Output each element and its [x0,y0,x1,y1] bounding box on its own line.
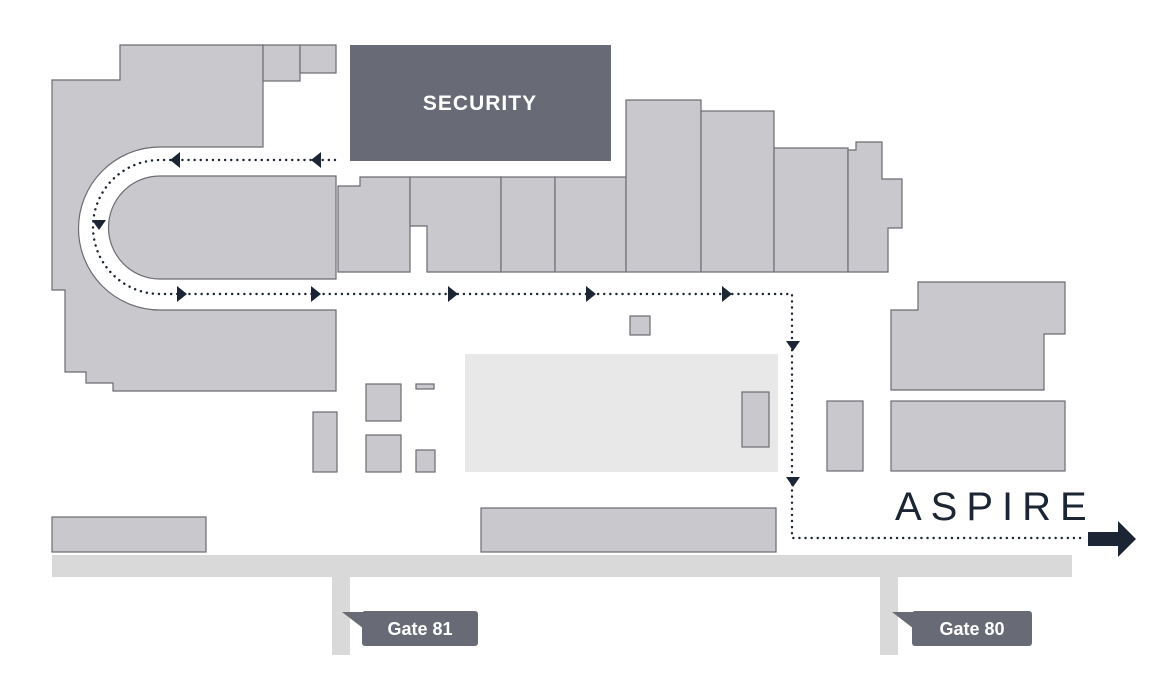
gate-81-label: Gate 81 [387,619,452,639]
arrow-right-icon [1088,521,1136,557]
gate-81-tag: Gate 81 [342,611,478,646]
service-block-1 [262,44,301,82]
kiosk-5 [312,411,338,473]
shop-block-1 [337,176,411,273]
shop-block-5 [625,99,702,273]
east-building-3 [826,400,864,472]
route-arrow-2 [170,152,180,168]
kiosk-6 [741,391,770,448]
shop-block-4 [554,176,627,273]
route-arrow-9 [786,341,800,351]
south-building-center [480,507,777,553]
shop-block-7 [773,147,849,273]
south-building-west [51,516,207,553]
shop-block-3 [500,176,556,273]
central-pier-building [107,175,337,280]
route-arrow-3 [92,220,106,230]
east-building-1 [890,281,1066,391]
apron-road [52,555,1072,577]
gate-80-tag: Gate 80 [892,611,1032,646]
shop-block-2 [409,176,502,273]
shop-block-8 [847,141,903,273]
service-block-2 [299,44,337,74]
kiosk-3 [365,434,402,473]
jetway-gate-81 [332,577,350,655]
jetway-gate-80 [880,577,898,655]
gate-80-label: Gate 80 [939,619,1004,639]
route-arrow-5 [311,286,321,302]
aspire-label: ASPIRE [895,485,1096,529]
kiosk-2 [365,383,402,422]
route-arrow-7 [586,286,596,302]
route-arrow-8 [722,286,732,302]
walking-route [91,158,1087,540]
kiosk-1 [629,315,651,336]
west-concourse-building [51,44,337,392]
route-arrow-6 [448,286,458,302]
route-arrow-4 [177,286,187,302]
route-arrow-1 [311,152,321,168]
kiosk-4 [415,449,436,473]
open-area [465,354,778,472]
east-building-2 [890,400,1066,472]
vent-1 [415,383,435,390]
shop-block-6 [700,110,775,273]
security-area [350,45,611,161]
security-label: SECURITY [423,92,537,115]
route-arrow-10 [786,477,800,487]
